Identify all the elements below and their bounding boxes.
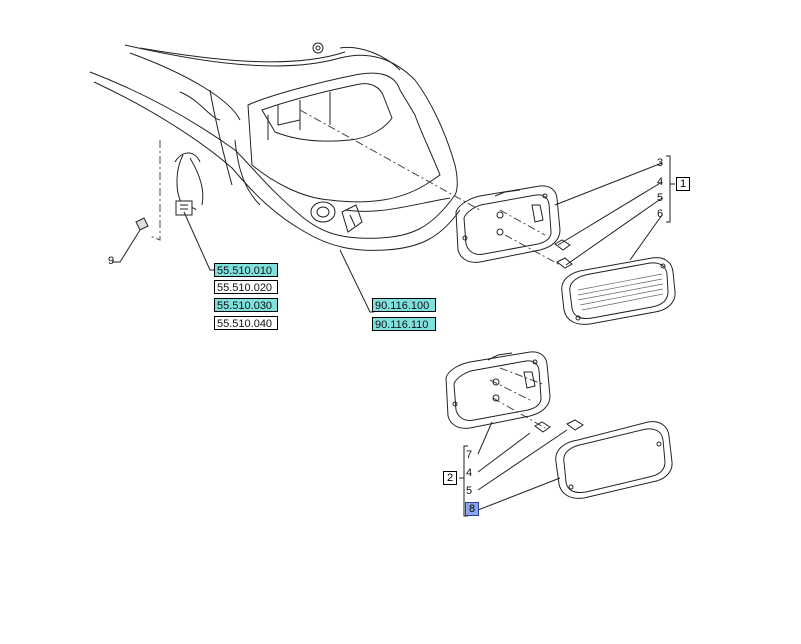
callout-1-assembly: 1 [676, 177, 690, 191]
part-number-90-116-100[interactable]: 90.116.100 [372, 298, 436, 312]
part-number-55-510-040: 55.510.040 [214, 316, 278, 330]
callout-5-upper: 5 [657, 192, 664, 204]
clip-part-9 [112, 217, 149, 263]
part-number-55-510-020: 55.510.020 [214, 280, 278, 294]
callout-9: 9 [108, 255, 115, 267]
fender-body [89, 42, 461, 251]
callout-5-lower: 5 [466, 485, 473, 497]
callout-4-lower: 4 [466, 467, 473, 479]
callout-6: 6 [657, 208, 664, 220]
upper-lens [561, 257, 676, 325]
part-number-90-116-110[interactable]: 90.116.110 [372, 317, 436, 331]
part-number-55-510-010[interactable]: 55.510.010 [214, 263, 278, 277]
callout-4-upper: 4 [657, 176, 664, 188]
lower-lamp-base [445, 351, 551, 429]
callout-7: 7 [466, 449, 473, 461]
part-number-55-510-030[interactable]: 55.510.030 [214, 298, 278, 312]
callout-3: 3 [657, 157, 664, 169]
wire-connector [174, 152, 204, 216]
upper-bulbs [554, 239, 573, 269]
lower-bulbs [534, 419, 584, 433]
upper-lamp-base [455, 185, 561, 263]
callout-8[interactable]: 8 [465, 502, 479, 516]
callout-2-assembly: 2 [443, 471, 457, 485]
lower-lens [555, 421, 673, 499]
